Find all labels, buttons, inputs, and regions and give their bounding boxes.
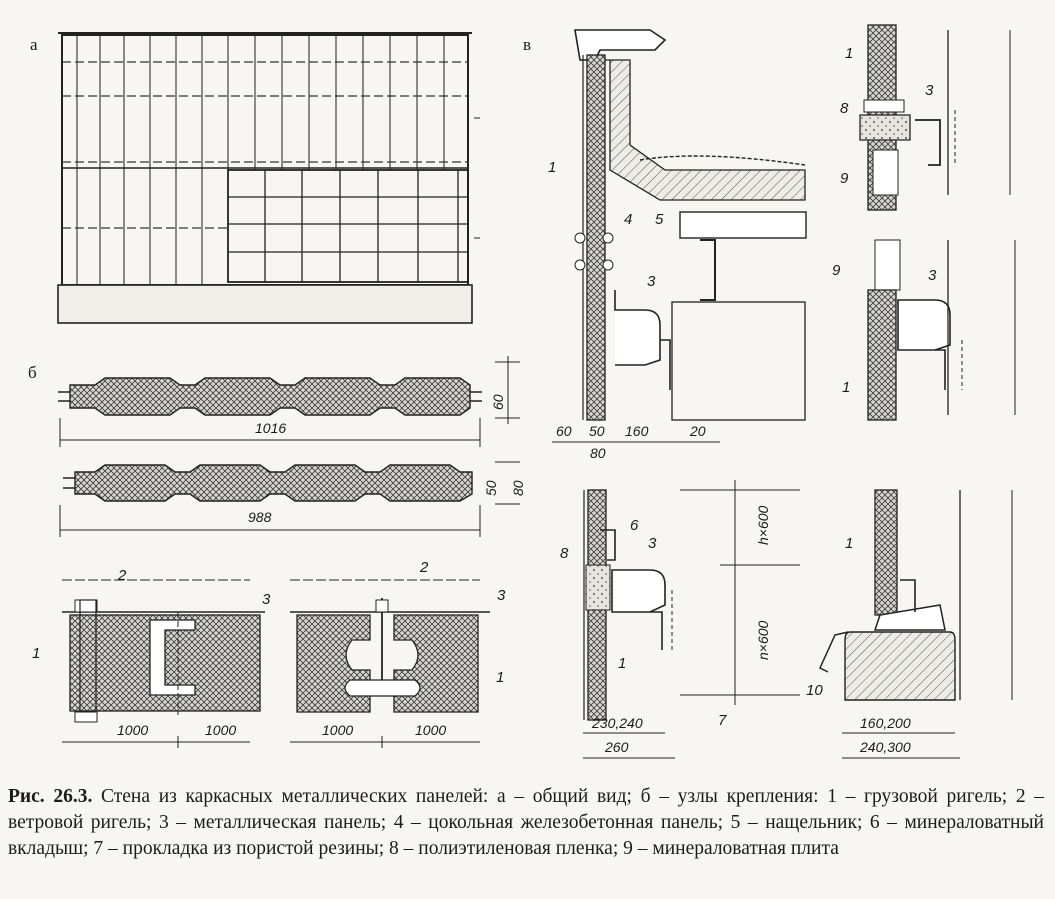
callout-8-rt: 8	[840, 100, 849, 117]
callout-1-rm: 1	[842, 379, 850, 396]
callout-2-right: 2	[419, 559, 429, 576]
callout-1-rt: 1	[845, 45, 853, 62]
callout-1-bl: 1	[618, 655, 626, 672]
joint-left: 2 3 1 1000 1000	[32, 567, 271, 748]
dim-1000-d: 1000	[415, 722, 446, 738]
dim-160-v: 160	[625, 423, 649, 439]
dim-60: 60	[490, 394, 506, 410]
panel-label-v: в	[523, 35, 531, 54]
callout-3-rm: 3	[928, 267, 937, 284]
callout-8-bl: 8	[560, 545, 569, 562]
dim-60-v: 60	[556, 423, 572, 439]
callout-2-left: 2	[117, 567, 127, 584]
dim-1000-b: 1000	[205, 722, 236, 738]
dim-50: 50	[483, 480, 499, 496]
dim-h600: h×600	[755, 505, 771, 545]
section-bottom-right: 1 10 160,200 240,300	[806, 489, 1013, 759]
callout-1-left: 1	[32, 645, 40, 662]
dim-260: 260	[604, 739, 629, 755]
section-right-top: 1 8 3 9	[840, 24, 1011, 211]
dim-988: 988	[248, 509, 272, 525]
dim-n600: n×600	[755, 620, 771, 660]
dim-160-200: 160,200	[860, 715, 911, 731]
dim-1000-c: 1000	[322, 722, 353, 738]
callout-6-bl: 6	[630, 517, 639, 534]
callout-3-rt: 3	[925, 82, 934, 99]
panel-label-a: а	[30, 35, 38, 54]
callout-3-top: 3	[647, 273, 656, 290]
view-a-general: а	[30, 32, 480, 324]
view-v-sections: в 1 4 5 3 60 50 80 160 20	[523, 24, 1016, 759]
view-b-panels: б 1016 60 988 50 80	[28, 356, 526, 748]
panel-label-b: б	[28, 363, 37, 382]
callout-9-rm: 9	[832, 262, 841, 279]
callout-5-top: 5	[655, 211, 664, 228]
caption-text: Стена из каркасных металлических панелей…	[8, 786, 1044, 859]
callout-4-top: 4	[624, 211, 632, 228]
dim-230-240: 230,240	[591, 715, 643, 731]
section-right-mid: 9 3 1	[832, 239, 1016, 421]
callout-1-right: 1	[496, 669, 504, 686]
section-plinth: 1 4 5 3 60 50 80 160 20	[548, 29, 807, 461]
dim-1000-a: 1000	[117, 722, 148, 738]
caption-title: Рис. 26.3.	[8, 786, 93, 807]
dim-1016: 1016	[255, 420, 286, 436]
callout-3-bl: 3	[648, 535, 657, 552]
callout-3-right: 3	[497, 587, 506, 604]
callout-7-bl: 7	[718, 712, 727, 729]
dim-80-v: 80	[590, 445, 606, 461]
joint-right: 2 3 1 1000 1000	[290, 559, 506, 748]
dim-50-v: 50	[589, 423, 605, 439]
callout-3-left: 3	[262, 591, 271, 608]
figure-caption: Рис. 26.3. Стена из каркасных металличес…	[8, 784, 1044, 862]
callout-9-rt: 9	[840, 170, 849, 187]
dim-80: 80	[510, 480, 526, 496]
dim-240-300: 240,300	[859, 739, 911, 755]
callout-1-br: 1	[845, 535, 853, 552]
callout-10-br: 10	[806, 682, 823, 699]
figure-drawing: а	[28, 24, 1016, 759]
callout-1-top: 1	[548, 159, 556, 176]
section-bottom-left: h×600 n×600 6 3 8 1 7 230,240 260	[560, 480, 800, 759]
dim-20-v: 20	[689, 423, 706, 439]
